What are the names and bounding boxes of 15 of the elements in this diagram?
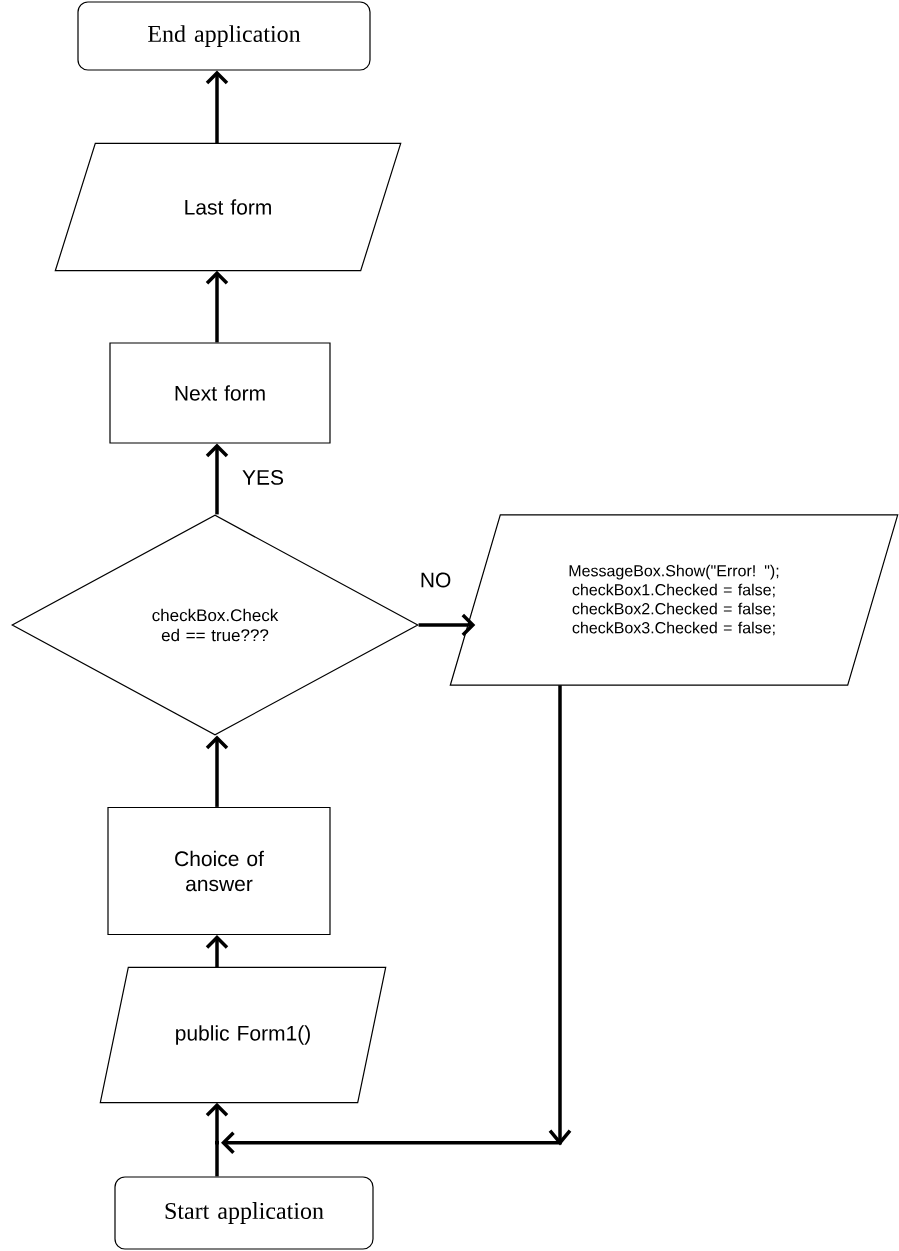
io-parallelogram: Last form (54, 142, 402, 272)
arrow (205, 270, 229, 343)
arrow (205, 735, 229, 807)
process-box: Choice of answer (107, 806, 331, 936)
arrow (418, 613, 476, 637)
edge-label: YES (241, 469, 285, 486)
process-box: Next form (109, 342, 331, 444)
arrow (205, 443, 229, 515)
terminal-box: Start application (114, 1176, 374, 1250)
arrow (205, 935, 229, 968)
terminal-box: End application (77, 1, 371, 71)
arrow (205, 70, 229, 144)
arrow (215, 685, 572, 1154)
arrow (205, 1102, 229, 1143)
io-parallelogram: public Form1() (99, 966, 387, 1104)
